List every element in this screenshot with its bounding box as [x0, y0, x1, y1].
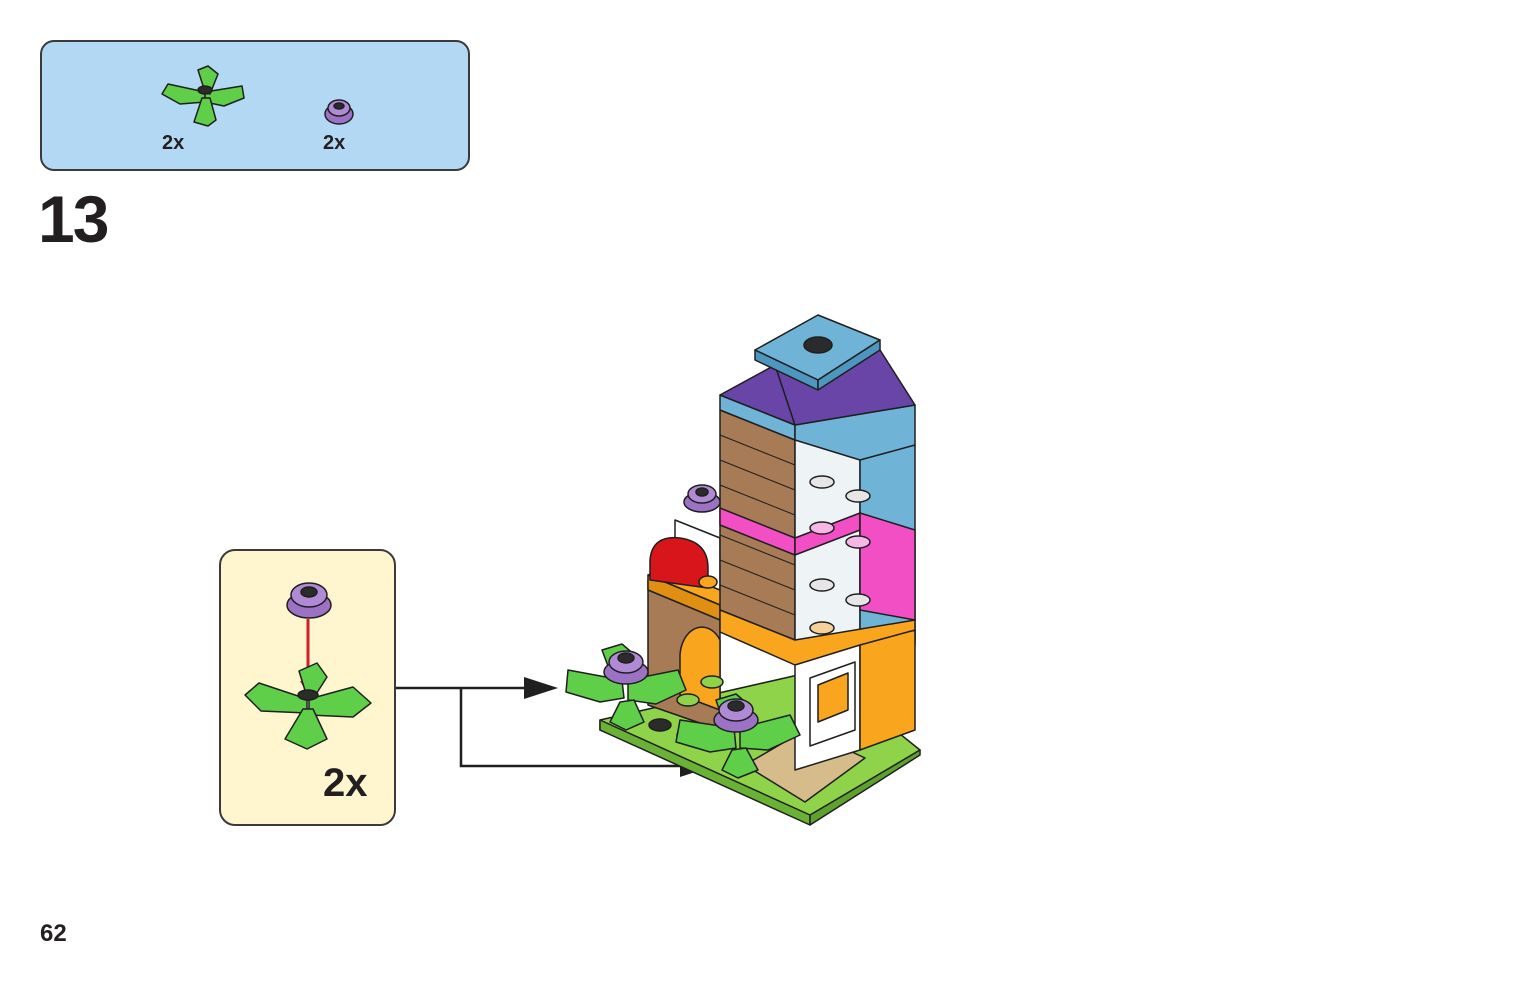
house-model-illustration: [565, 314, 921, 826]
submodel-quantity: 2x: [323, 761, 368, 805]
parts-list-box: 2x 2x: [40, 40, 470, 171]
flower-on-plant-assembly-icon: [244, 582, 372, 750]
purple-flower-part-icon: [324, 99, 354, 125]
part-quantity-plant: 2x: [162, 132, 185, 154]
arrow-head-upper: [524, 677, 558, 699]
green-plant-part-icon: [161, 65, 245, 127]
page-number: 62: [40, 920, 67, 947]
submodel-callout: 2x: [219, 549, 396, 826]
step-number: 13: [38, 182, 109, 256]
part-quantity-flower: 2x: [323, 132, 346, 154]
